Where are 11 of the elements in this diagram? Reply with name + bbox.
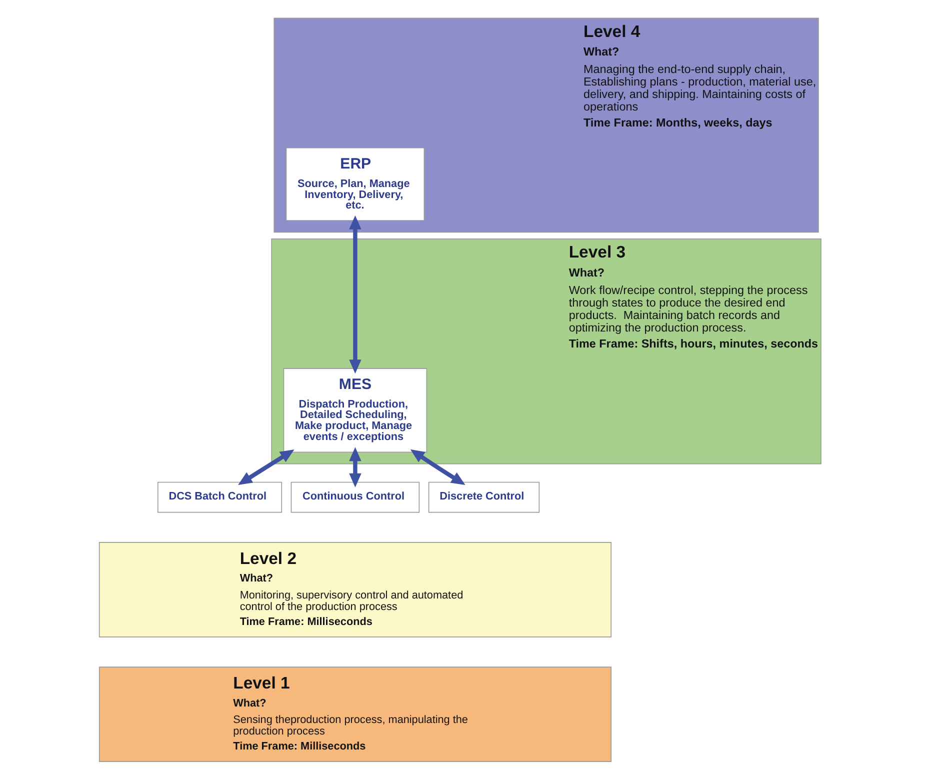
arrow: [238, 450, 294, 485]
arrow: [410, 449, 465, 485]
node-box: Level 1 What? Sensing theproduction process, manipulating the production process Time Frame: Milliseconds: [98, 666, 611, 762]
arrow: [348, 447, 361, 488]
node-box: DCS Batch Control: [156, 482, 282, 513]
node-box: Level 2 What? Monitoring, supervisory control and automated control of the production process Time Frame: Milliseconds: [98, 542, 611, 638]
node-box: ERP Source, Plan, Manage Inventory, Delivery, etc.: [285, 147, 424, 221]
node-box: Discrete Control: [428, 482, 540, 513]
node-box: Continuous Control: [290, 482, 420, 513]
arrow: [348, 215, 361, 374]
node-box: MES Dispatch Production, Detailed Scheduling, Make product, Manage events / exceptions: [282, 368, 427, 453]
